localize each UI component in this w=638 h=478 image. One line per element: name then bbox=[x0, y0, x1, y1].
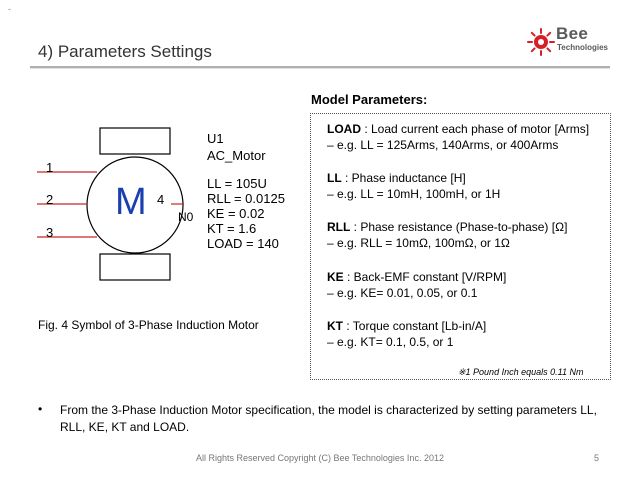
param-key: LL bbox=[327, 171, 342, 185]
motor-symbol-diagram bbox=[37, 127, 184, 281]
bee-logo-icon bbox=[527, 28, 555, 56]
pin-3-label: 3 bbox=[46, 225, 54, 240]
motor-letter: M bbox=[115, 181, 147, 223]
component-model-name: AC_Motor bbox=[207, 148, 266, 163]
param-example: – e.g. KE= 0.01, 0.05, or 0.1 bbox=[327, 286, 478, 300]
param-kt: KT : Torque constant [Lb-in/A] – e.g. KT… bbox=[327, 318, 486, 350]
param-desc: : Phase inductance [H] bbox=[341, 171, 466, 185]
param-example: – e.g. KT= 0.1, 0.5, or 1 bbox=[327, 335, 454, 349]
pin-4-label: 4 bbox=[157, 192, 165, 207]
corner-mark: - bbox=[8, 4, 11, 14]
component-ref: U1 AC_Motor bbox=[207, 130, 266, 164]
title-divider bbox=[30, 66, 610, 68]
param-desc: : Torque constant [Lb-in/A] bbox=[343, 319, 487, 333]
node-label: N0 bbox=[178, 210, 194, 224]
param-desc: : Phase resistance (Phase-to-phase) [Ω] bbox=[350, 220, 568, 234]
param-key: LOAD bbox=[327, 122, 361, 136]
component-ref-id: U1 bbox=[207, 131, 224, 146]
logo-wordmark: Bee bbox=[556, 24, 589, 43]
title-divider-shadow bbox=[30, 68, 610, 69]
pin-1-label: 1 bbox=[46, 160, 54, 175]
param-desc: : Back-EMF constant [V/RPM] bbox=[343, 270, 507, 284]
param-example: – e.g. RLL = 10mΩ, 100mΩ, or 1Ω bbox=[327, 236, 510, 250]
bullet-mark: • bbox=[38, 402, 43, 416]
logo-subtitle: Technologies bbox=[557, 43, 608, 52]
param-example: – e.g. LL = 10mH, 100mH, or 1H bbox=[327, 187, 501, 201]
footer-copyright: All Rights Reserved Copyright (C) Bee Te… bbox=[196, 453, 444, 463]
param-ll: LL : Phase inductance [H] – e.g. LL = 10… bbox=[327, 170, 500, 202]
motor-top-bar bbox=[99, 127, 171, 155]
param-load: LOAD : Load current each phase of motor … bbox=[327, 121, 589, 153]
symbol-param: LOAD = 140 bbox=[207, 236, 279, 251]
model-parameters-box bbox=[310, 113, 611, 380]
pin-2-label: 2 bbox=[46, 192, 54, 207]
param-rll: RLL : Phase resistance (Phase-to-phase) … bbox=[327, 219, 567, 251]
symbol-param: KE = 0.02 bbox=[207, 206, 265, 221]
bullet-text: From the 3-Phase Induction Motor specifi… bbox=[60, 403, 597, 434]
param-ke: KE : Back-EMF constant [V/RPM] – e.g. KE… bbox=[327, 269, 506, 301]
unit-footnote: ※1 Pound Inch equals 0.11 Nm bbox=[458, 367, 584, 377]
model-parameters-heading: Model Parameters: bbox=[311, 92, 428, 107]
param-example: – e.g. LL = 125Arms, 140Arms, or 400Arms bbox=[327, 138, 559, 152]
param-desc: : Load current each phase of motor [Arms… bbox=[361, 122, 590, 136]
symbol-param: RLL = 0.0125 bbox=[207, 191, 285, 206]
symbol-param: KT = 1.6 bbox=[207, 221, 257, 236]
slide-title: 4) Parameters Settings bbox=[38, 42, 212, 61]
motor-circle bbox=[86, 156, 184, 254]
param-key: KT bbox=[327, 319, 343, 333]
symbol-parameter-list: LL = 105U RLL = 0.0125 KE = 0.02 KT = 1.… bbox=[207, 176, 285, 251]
param-key: KE bbox=[327, 270, 344, 284]
param-key: RLL bbox=[327, 220, 351, 234]
figure-caption: Fig. 4 Symbol of 3-Phase Induction Motor bbox=[38, 318, 259, 332]
motor-bottom-bar bbox=[99, 253, 171, 281]
symbol-param: LL = 105U bbox=[207, 176, 267, 191]
page-number: 5 bbox=[594, 453, 600, 463]
